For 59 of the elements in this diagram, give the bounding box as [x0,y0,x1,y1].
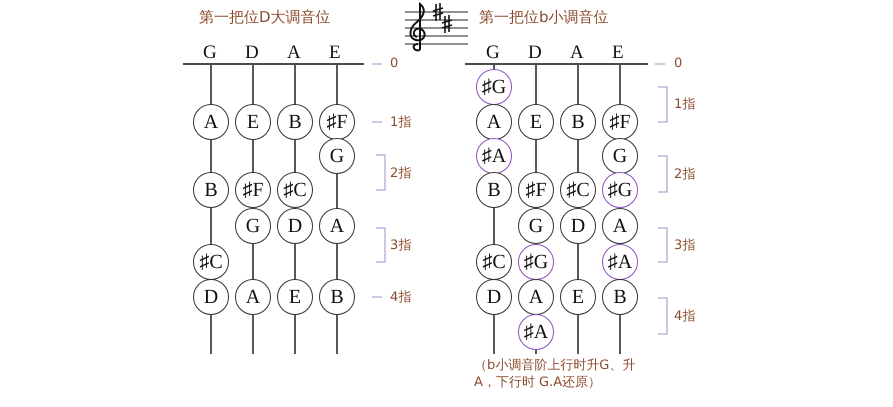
string-name: G [486,42,500,64]
note-circle: ♯C [193,244,229,280]
note-circle: A [476,104,512,140]
note-circle: ♯G [602,172,638,208]
note-circle: B [476,172,512,208]
note-text: （b小调音阶上行时升G、升A，下行时 G.A还原） [474,357,636,391]
note-circle: ♯G [476,69,512,105]
string-name: G [203,42,217,64]
note-circle: ♯A [602,244,638,280]
note-circle: G [235,208,271,244]
note-circle: ♯F [602,104,638,140]
note-circle: ♯F [235,172,271,208]
finger-label: 1指 [674,96,696,113]
note-circle: ♯F [319,104,355,140]
chart-title: 第一把位b小调音位 [479,8,609,27]
note-circle: ♯A [518,314,554,350]
note-circle: E [560,279,596,315]
note-circle: ♯C [560,172,596,208]
string-name: E [329,42,341,64]
note-circle: A [235,279,271,315]
note-circle: ♯G [518,244,554,280]
finger-label: 0 [674,56,682,71]
note-circle: B [560,104,596,140]
string-name: D [528,42,542,64]
note-circle: ♯C [476,244,512,280]
note-circle: D [193,279,229,315]
note-circle: A [518,279,554,315]
note-circle: G [319,138,355,174]
note-circle: A [193,104,229,140]
finger-label: 3指 [390,237,412,254]
finger-label: 3指 [674,237,696,254]
string-name: D [245,42,259,64]
note-circle: ♯F [518,172,554,208]
chart-title: 第一把位D大调音位 [199,8,331,27]
note-circle: B [602,279,638,315]
finger-label: 4指 [390,289,412,306]
string-name: E [612,42,624,64]
note-circle: E [235,104,271,140]
note-circle: D [560,208,596,244]
note-circle: E [277,279,313,315]
finger-label: 2指 [390,165,412,182]
note-circle: A [602,208,638,244]
note-circle: ♯A [476,138,512,174]
note-circle: D [277,208,313,244]
finger-label: 0 [390,56,398,71]
finger-label: 4指 [674,308,696,325]
note-circle: B [193,172,229,208]
string-name: A [287,42,301,64]
finger-label: 1指 [390,114,412,131]
note-circle: ♯C [277,172,313,208]
note-circle: G [602,138,638,174]
note-circle: B [277,104,313,140]
note-circle: D [476,279,512,315]
note-circle: E [518,104,554,140]
finger-label: 2指 [674,166,696,183]
string-name: A [570,42,584,64]
note-circle: G [518,208,554,244]
note-circle: A [319,208,355,244]
note-circle: B [319,279,355,315]
